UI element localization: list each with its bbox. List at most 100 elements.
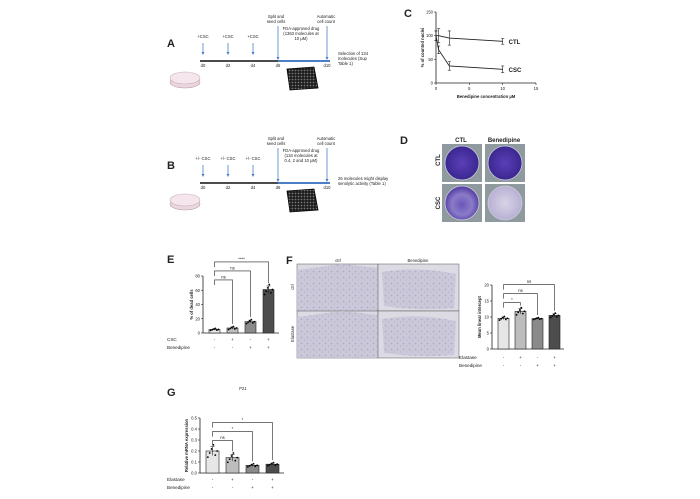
split-text: Split and <box>268 136 285 141</box>
day-label: d10 <box>324 63 332 68</box>
stained-well-image <box>487 145 523 181</box>
data-point <box>518 309 521 311</box>
data-point <box>270 462 273 465</box>
count-text: cell count <box>317 19 336 24</box>
treatment-label: +CSC <box>222 34 233 39</box>
y-axis-label: % of dead cells <box>189 289 194 320</box>
data-point <box>250 463 253 466</box>
day-label: d0 <box>201 185 206 190</box>
significance-label: ns <box>518 288 522 293</box>
arrow-down-icon <box>251 174 255 177</box>
drug-text: FDA-approved drug <box>283 148 320 153</box>
factor-level: + <box>251 485 254 490</box>
y-axis-label: Mean linear intercept <box>477 295 482 337</box>
legend-ctl: CTL <box>509 40 521 46</box>
data-point <box>251 322 254 324</box>
significance-label: ns <box>230 265 234 270</box>
y-tick-label: 0 <box>198 331 201 336</box>
chart-title: P21 <box>239 386 247 391</box>
data-point <box>534 317 537 320</box>
factor-level: + <box>231 337 234 342</box>
factor-level: - <box>214 337 216 342</box>
data-point <box>266 464 269 467</box>
y-tick-label: 5 <box>487 331 490 336</box>
factor-level: + <box>271 477 274 482</box>
factor-level: - <box>232 345 234 350</box>
significance-bracket <box>503 284 555 311</box>
petri-dish-lid <box>169 193 201 207</box>
factor-level: - <box>232 485 234 490</box>
drug-text: 10 µM) <box>294 36 308 41</box>
arrow-down-icon <box>201 52 205 55</box>
arrow-down-icon <box>201 174 205 177</box>
row-label: ctrl <box>290 284 295 290</box>
column-label: Benedipine <box>408 258 430 263</box>
y-tick-label: 0.0 <box>191 471 197 476</box>
result-text: senolytic activity (Table 1) <box>338 181 386 186</box>
row-label: CTL <box>436 154 442 166</box>
treatment-label: +/- CSC <box>220 156 235 161</box>
data-point <box>252 462 255 465</box>
y-tick-label: 15 <box>484 299 489 304</box>
data-point <box>212 328 215 331</box>
data-point <box>256 464 259 467</box>
bar <box>497 317 510 350</box>
factor-level: + <box>267 337 270 342</box>
bar <box>514 310 527 350</box>
data-point <box>521 312 524 315</box>
day-label: d2 <box>226 63 231 68</box>
data-point <box>269 291 272 294</box>
data-point <box>554 312 557 315</box>
factor-level: - <box>503 355 505 360</box>
data-point <box>535 317 538 320</box>
y-tick-label: 40 <box>195 302 200 307</box>
y-axis-label: Relative mRNA expression <box>184 418 189 472</box>
data-point <box>235 327 238 329</box>
x-tick-label: 10 <box>500 86 505 91</box>
y-tick-label: 20 <box>484 283 489 288</box>
petri-dish-lid <box>169 71 201 85</box>
panel-label: G <box>167 387 176 399</box>
data-point <box>500 317 503 320</box>
data-point <box>226 461 229 464</box>
data-point <box>549 316 552 319</box>
y-tick-label: 60 <box>195 288 200 293</box>
panel-label: A <box>167 38 175 50</box>
data-point <box>271 288 274 291</box>
day-label: d10 <box>324 185 332 190</box>
data-point <box>523 310 526 313</box>
data-point <box>551 315 554 318</box>
factor-level: + <box>519 355 522 360</box>
y-tick-label: 80 <box>195 274 200 279</box>
result-text: molecules (Sup <box>338 56 368 61</box>
data-point <box>263 293 266 296</box>
data-point <box>254 465 257 468</box>
treatment-label: +CSC <box>247 34 258 39</box>
significance-bracket <box>212 431 253 462</box>
data-point <box>232 325 235 328</box>
data-point <box>498 319 501 321</box>
data-point <box>228 458 231 461</box>
significance-label: * <box>232 426 234 431</box>
legend-csc: CSC <box>509 68 522 74</box>
data-point <box>557 314 560 317</box>
stained-well-image <box>487 185 523 221</box>
y-tick-label: 20 <box>195 316 200 321</box>
panel-label: C <box>404 8 412 20</box>
data-point <box>268 283 271 286</box>
treatment-label: +/- CSC <box>245 156 260 161</box>
factor-level: + <box>231 477 234 482</box>
row-label: Elastase <box>290 325 295 342</box>
data-point <box>517 311 520 314</box>
y-tick-label: 0.4 <box>191 427 197 432</box>
data-point <box>246 465 249 468</box>
data-point <box>272 461 275 464</box>
data-point <box>248 464 251 467</box>
factor-level: - <box>214 345 216 350</box>
significance-bracket <box>503 293 538 315</box>
stained-well-image <box>444 145 480 181</box>
